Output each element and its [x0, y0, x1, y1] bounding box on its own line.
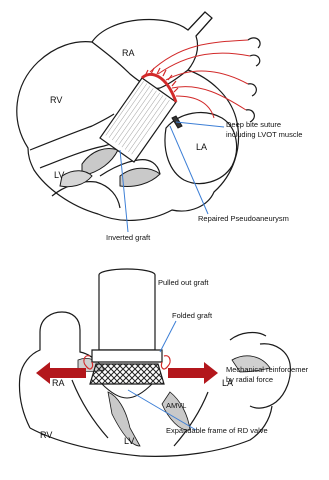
bottom-label-mech-2: by radial force [226, 375, 273, 384]
bottom-label-pulled-out: Pulled out graft [158, 278, 209, 287]
top-label-lv: LV [54, 170, 64, 180]
bottom-pointer-folded [160, 321, 176, 352]
bottom-label-folded: Folded graft [172, 311, 213, 320]
top-label-deep-bite-1: Deep bite suture [226, 120, 281, 129]
bottom-label-mech-1: Mechanical reinforcemer [226, 365, 309, 374]
top-pointer-repaired [170, 126, 208, 214]
top-label-ra: RA [122, 48, 135, 58]
top-needle-2 [250, 55, 260, 66]
bottom-label-ra: RA [52, 378, 65, 388]
bottom-pulled-graft [92, 269, 162, 362]
bottom-graft-body [99, 275, 155, 350]
bottom-arrow-right [168, 362, 218, 384]
top-label-rv: RV [50, 95, 62, 105]
bottom-label-rv: RV [40, 430, 52, 440]
bottom-right-vessel [230, 333, 266, 340]
top-needle-3 [248, 84, 256, 96]
top-suture-5 [176, 96, 214, 118]
top-label-la: LA [196, 142, 207, 152]
top-leaflet-2 [120, 168, 160, 186]
top-septum [30, 114, 114, 150]
bottom-rv-septum [72, 380, 108, 438]
bottom-frame-mesh [90, 364, 164, 384]
top-leaflet-3 [60, 171, 92, 187]
top-suture-4 [172, 87, 246, 110]
bottom-label-expandable: Expandable frame of RD valve [166, 426, 268, 435]
top-label-deep-bite-2: including LVOT muscle [226, 130, 302, 139]
bottom-label-lv: LV [124, 436, 134, 446]
top-pointer-deep-bite [176, 122, 224, 127]
top-label-repaired: Repaired Pseudoaneurysm [198, 214, 289, 223]
bottom-pointer-expandable [128, 390, 196, 430]
bottom-graft-fold [92, 350, 162, 362]
bottom-ra-outline [40, 312, 100, 366]
top-needles [246, 38, 260, 122]
bottom-ra-body [19, 332, 40, 428]
bottom-suture-right [161, 356, 170, 369]
bottom-label-amvl: AMVL [166, 401, 186, 410]
top-needle-1 [248, 38, 260, 48]
top-leaflet-1 [82, 149, 118, 176]
top-label-inverted: Inverted graft [106, 233, 151, 242]
bottom-expandable-frame [90, 364, 164, 398]
